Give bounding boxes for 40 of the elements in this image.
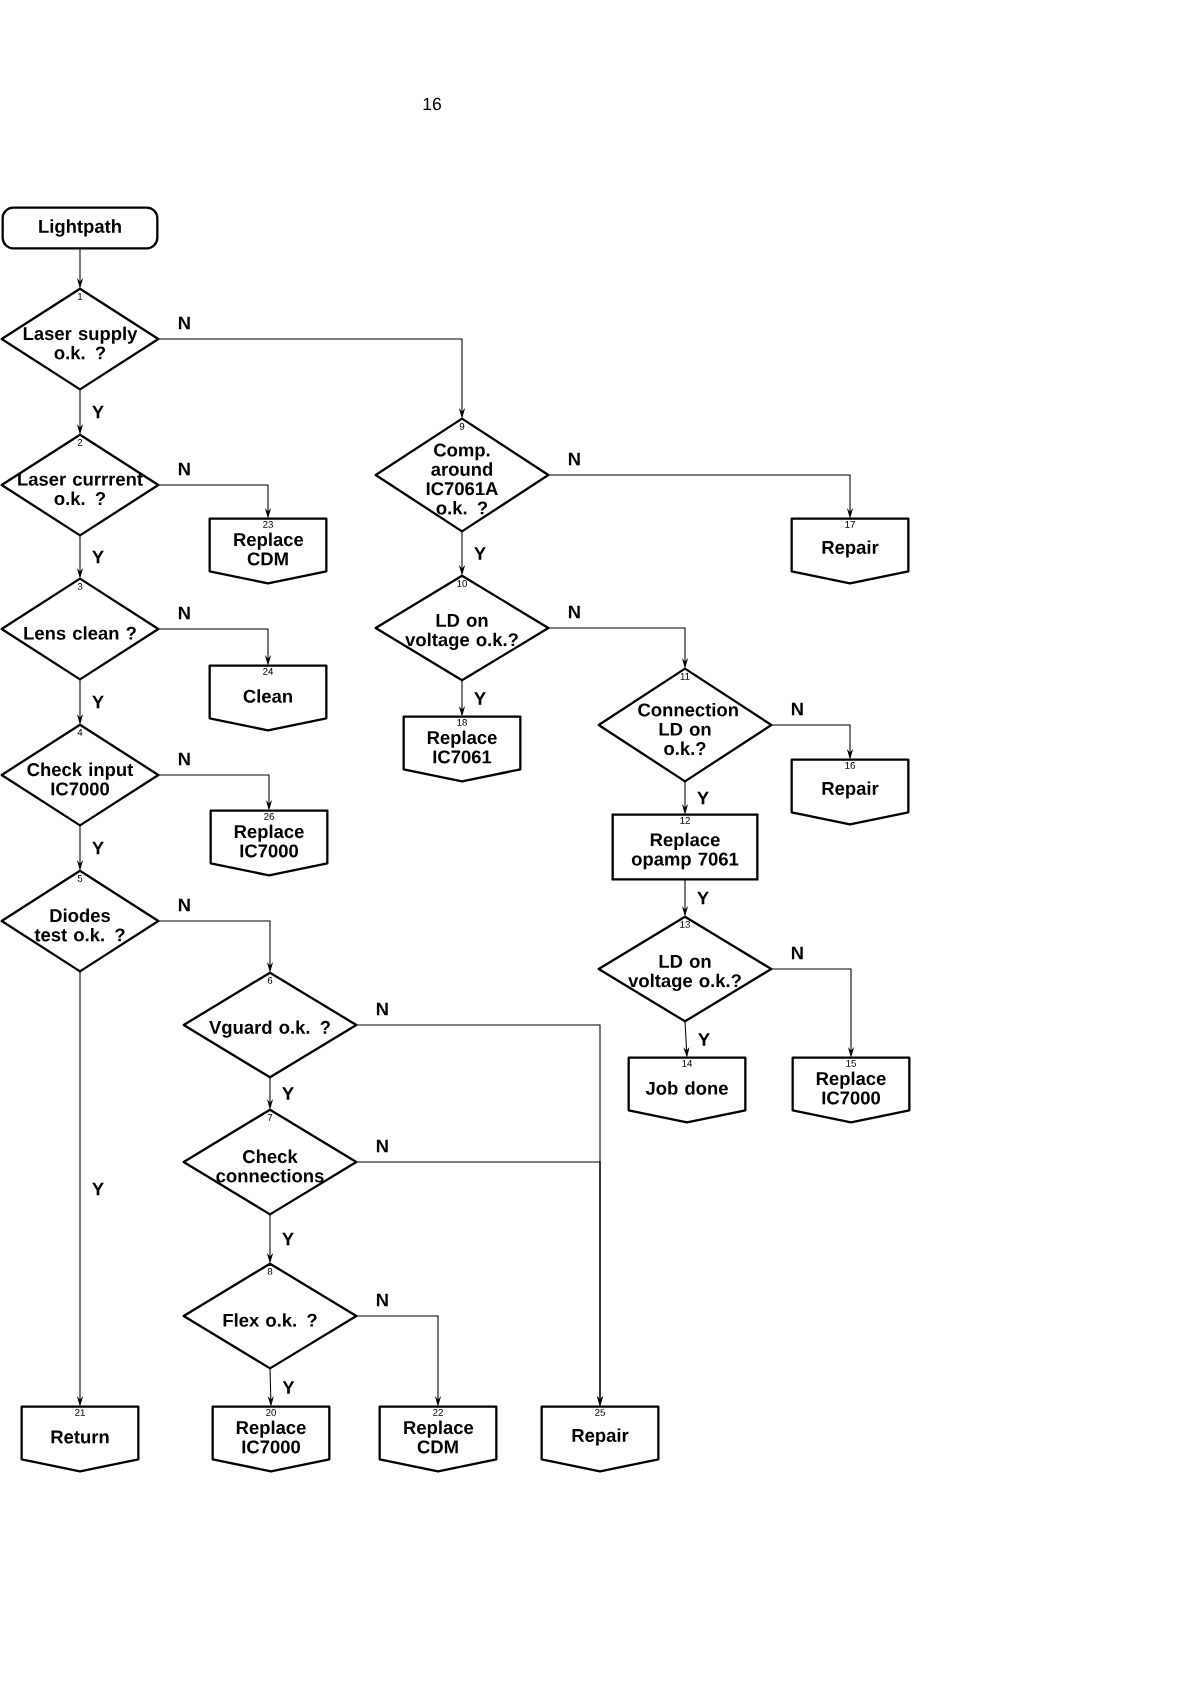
page-number: 16	[423, 97, 441, 111]
edge-label: Y	[280, 1085, 296, 1102]
edge-label: N	[373, 1137, 391, 1155]
edge-label: N	[175, 314, 193, 332]
terminal-box: 23 Replace CDM	[208, 517, 328, 585]
edge-label: N	[175, 896, 193, 914]
edge-label: N	[788, 700, 806, 718]
edge-label: Y	[472, 545, 488, 562]
start-box: Lightpath	[1, 206, 159, 250]
terminal-box: 25 Repair	[540, 1405, 660, 1473]
edge-label: N	[373, 1000, 391, 1018]
terminal-box: 17 Repair	[790, 517, 910, 585]
edge-label: Y	[696, 1031, 712, 1048]
edge-label: Y	[90, 839, 106, 857]
terminal-box: 18 Replace IC7061	[402, 715, 522, 783]
edge-label: Y	[90, 693, 106, 711]
edge-label: Y	[695, 789, 711, 807]
terminal-box: 15 Replace IC7000	[791, 1056, 911, 1124]
terminal-box: 21 Return	[20, 1405, 140, 1473]
edge-label: Y	[90, 548, 106, 566]
edge-label: N	[175, 750, 193, 768]
terminal-box: 14 Job done	[627, 1056, 747, 1124]
edge-label: Y	[695, 889, 711, 907]
edge-label: N	[565, 603, 583, 621]
terminal-box: 26 Replace IC7000	[209, 809, 329, 877]
terminal-box: 24 Clean	[208, 664, 328, 732]
process-box: 12 Replace opamp 7061	[611, 813, 759, 881]
edge-label: Y	[280, 1230, 296, 1248]
terminal-box: 22 Replace CDM	[378, 1405, 498, 1473]
terminal-box: 20 Replace IC7000	[211, 1405, 331, 1473]
edge-label: Y	[280, 1379, 297, 1396]
edge-label: N	[175, 604, 193, 622]
edge-label: N	[788, 944, 806, 962]
terminal-box: 16 Repair	[790, 758, 910, 826]
edge-label: N	[175, 460, 193, 478]
edge-label: Y	[472, 690, 488, 707]
edge-label: N	[373, 1291, 391, 1309]
edge-label: Y	[90, 1180, 106, 1198]
edge-label: N	[565, 450, 583, 468]
edge-label: Y	[90, 403, 106, 421]
